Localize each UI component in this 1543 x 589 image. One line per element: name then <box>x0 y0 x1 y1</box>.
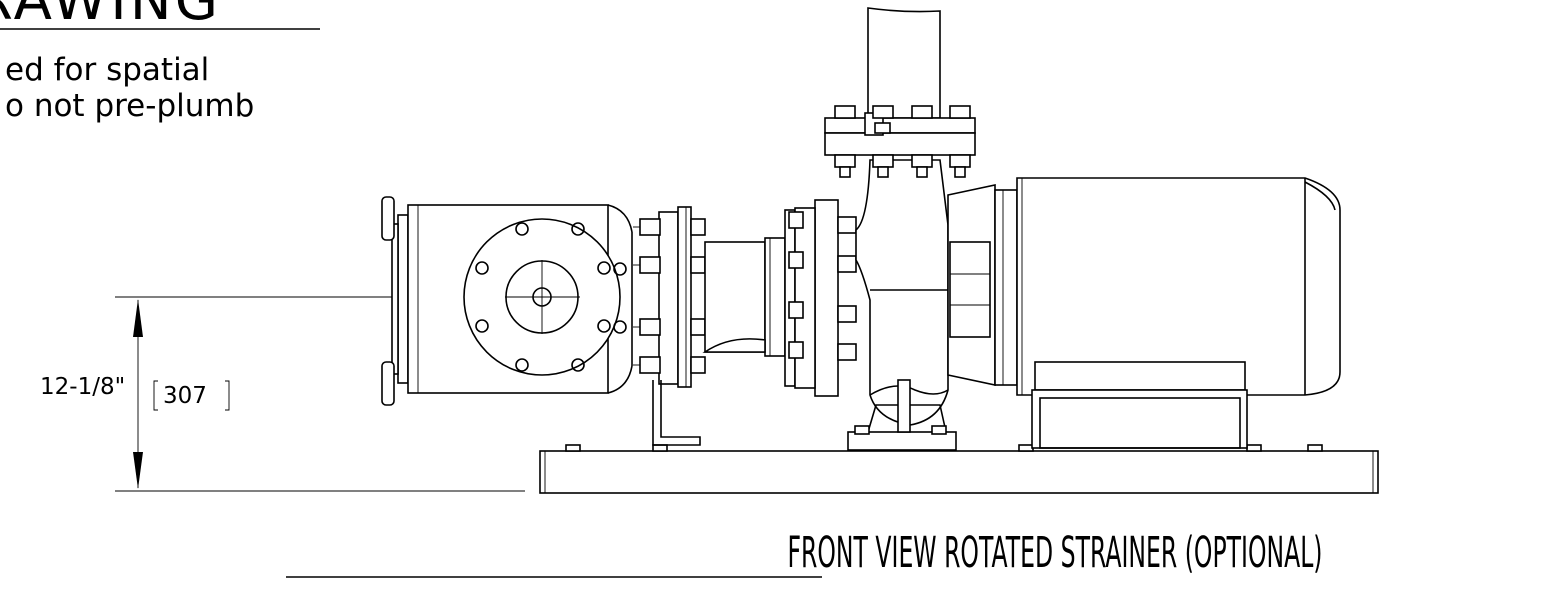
drawing-note-line-1: ed for spatial <box>5 52 209 88</box>
terminal-box <box>949 241 991 338</box>
strainer-outlet-flanges <box>633 206 706 446</box>
base-bolts <box>565 444 1323 452</box>
motor-body <box>1016 177 1341 396</box>
strainer <box>381 196 633 406</box>
discharge-flange-upper <box>824 117 976 134</box>
view-title-group: FRONT VIEW ROTATED STRAINER (OPTIONAL) <box>286 528 1323 578</box>
base-skid <box>539 450 1379 494</box>
discharge-assembly <box>824 7 976 178</box>
base-frame <box>539 444 1379 494</box>
drawing-header: RAWING ed for spatial o not pre-plumb <box>0 0 320 124</box>
discharge-flange-lower <box>824 132 976 156</box>
dimension-bracket-right <box>225 380 230 411</box>
drawing-title-fragment: RAWING <box>0 0 221 33</box>
pump-volute <box>847 159 957 451</box>
discharge-pipe <box>867 7 941 119</box>
drawing-note-line-2: o not pre-plumb <box>5 88 254 124</box>
dimension-arrow-up <box>133 299 143 337</box>
strainer-bolt-holes <box>475 222 627 372</box>
motor-front-ring <box>994 189 1018 386</box>
flange-bolts-left <box>633 218 706 374</box>
motor-adapter <box>947 184 996 386</box>
pump-suction-flanges <box>784 199 857 397</box>
motor-mount-base <box>1031 389 1248 449</box>
discharge-flange-bolts <box>834 105 971 178</box>
dimension-imperial-value: 12-1/8" <box>40 374 125 400</box>
dimension-bracket-left <box>153 380 158 411</box>
connecting-pipe <box>702 237 786 357</box>
height-dimension: 12-1/8" 307 <box>40 296 530 492</box>
motor-foot-plate <box>1034 361 1246 391</box>
strainer-knob-bottom <box>381 361 395 406</box>
strainer-knob-top <box>381 196 395 241</box>
strainer-cover-plate <box>397 214 409 384</box>
support-bracket <box>652 380 701 446</box>
dimension-arrow-down <box>133 452 143 489</box>
motor <box>994 177 1341 449</box>
view-title: FRONT VIEW ROTATED STRAINER (OPTIONAL) <box>788 528 1323 578</box>
dimension-metric-value: 307 <box>163 383 207 409</box>
flange-bolts-right <box>788 211 857 361</box>
